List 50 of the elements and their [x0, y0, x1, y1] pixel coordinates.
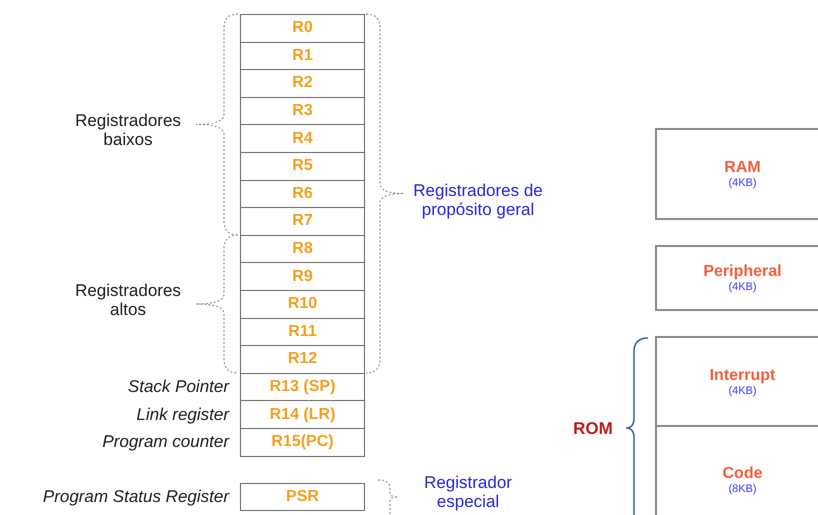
register-cell	[240, 345, 365, 374]
region-name: RAM	[724, 159, 761, 177]
register-name: R7	[292, 212, 313, 230]
register-cell	[240, 96, 365, 126]
register-name: R11	[288, 322, 317, 341]
region-size: (4KB)	[728, 384, 757, 396]
register-cell	[240, 152, 365, 181]
register-name: R14 (LR)	[270, 406, 336, 424]
region-name: Peripheral	[703, 263, 782, 281]
memory-region-box	[655, 128, 818, 220]
register-cell	[240, 14, 365, 43]
register-cell	[240, 42, 365, 70]
register-name: R8	[292, 240, 313, 258]
register-description: Stack Pointer	[128, 377, 229, 398]
brace-label: Registradores altos	[74, 281, 182, 319]
brace-label: Registradores baixos	[74, 111, 182, 149]
memory-region-box	[655, 245, 818, 311]
register-name: R5	[292, 157, 313, 176]
register-name: R10	[288, 295, 318, 314]
register-cell	[240, 262, 365, 291]
brace-label: Registradores de propósito geral	[413, 181, 543, 219]
region-size: (4KB)	[728, 281, 757, 293]
memory-region-box	[655, 336, 818, 427]
region-name: Code	[722, 465, 762, 483]
register-cell	[240, 318, 365, 346]
register-name: R2	[292, 74, 313, 92]
register-name: R6	[292, 184, 313, 203]
register-name: R15(PC)	[271, 433, 334, 452]
register-cell	[240, 234, 365, 264]
register-cell	[240, 180, 365, 208]
register-description: Link register	[136, 404, 229, 425]
region-name: Interrupt	[710, 366, 776, 384]
brace-label: Registrador especial	[423, 473, 513, 511]
register-name: R9	[292, 268, 313, 286]
group-label: ROM	[572, 418, 614, 438]
register-name: R1	[292, 46, 313, 65]
register-name: R0	[292, 19, 313, 38]
register-name: R13 (SP)	[270, 378, 336, 396]
register-cell	[240, 290, 365, 319]
region-size: (4KB)	[728, 177, 757, 189]
register-name: PSR	[286, 488, 319, 506]
register-description: Program counter	[102, 432, 229, 452]
register-cell	[240, 124, 365, 153]
register-cell	[240, 207, 365, 236]
region-size: (8KB)	[728, 483, 757, 495]
register-cell	[240, 69, 365, 98]
register-name: R4	[292, 130, 313, 148]
register-name: R3	[292, 102, 313, 120]
register-name: R12	[288, 350, 318, 368]
register-description: Program Status Register	[42, 487, 229, 507]
